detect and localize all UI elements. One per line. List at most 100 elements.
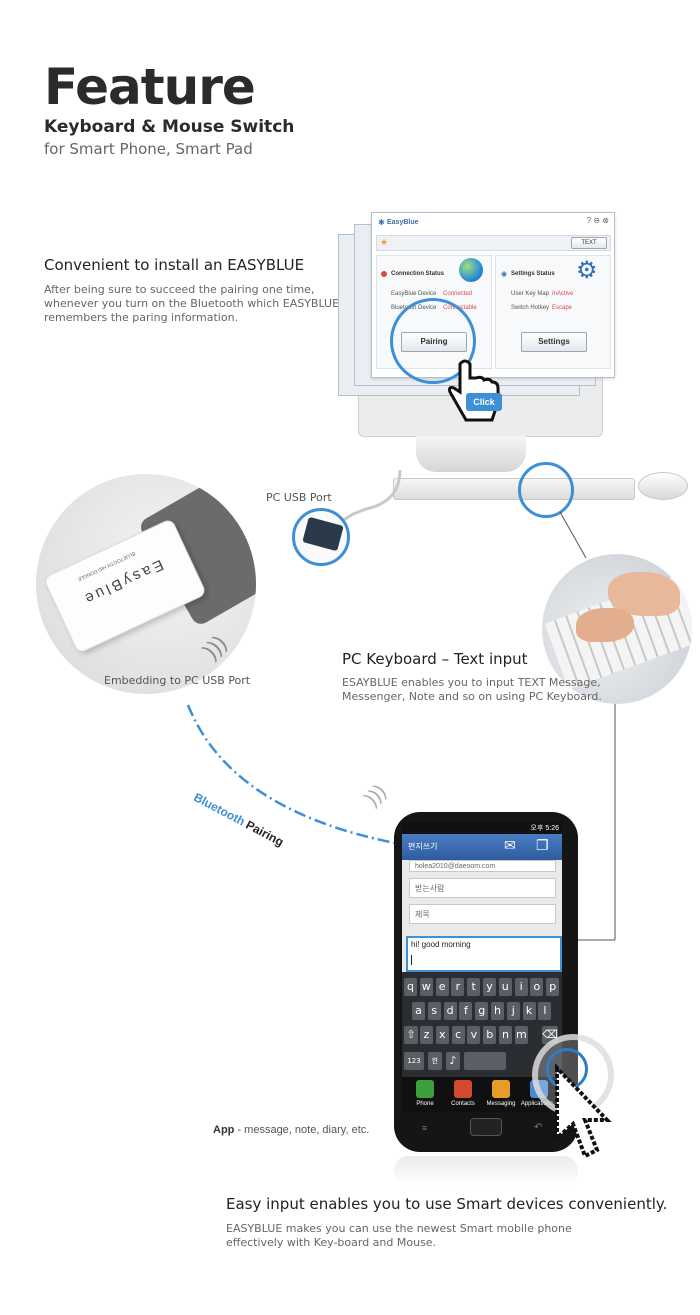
page-title: Feature	[44, 58, 256, 116]
install-body-line: After being sure to succeed the pairing …	[44, 283, 315, 296]
pc-keyboard	[393, 478, 635, 500]
status-bar: 오후 5:26	[402, 822, 562, 834]
key-t[interactable]: t	[467, 978, 481, 996]
text-cursor	[411, 955, 412, 965]
key-f[interactable]: f	[459, 1002, 473, 1020]
key-b[interactable]: b	[483, 1026, 497, 1044]
mouse-pointer-icon	[555, 1064, 612, 1159]
key-l[interactable]: l	[538, 1002, 552, 1020]
menu-key-icon[interactable]: ≡	[422, 1123, 428, 1133]
easyblue-device-value: Connected	[443, 291, 473, 297]
user-key-map-value: InActive	[552, 291, 574, 297]
key-z[interactable]: z	[420, 1026, 433, 1044]
key-m[interactable]: m	[514, 1026, 528, 1044]
compose-header: 편지쓰기 ✉ ❐	[402, 834, 562, 860]
window-toolbar: ★ TEXT	[376, 235, 611, 251]
key-r[interactable]: r	[451, 978, 465, 996]
key-i[interactable]: i	[514, 978, 528, 996]
key-x[interactable]: x	[435, 1026, 449, 1044]
dongle-circle: EasyBlue BLUETOOTH HID DONGLE	[36, 474, 256, 694]
usb-port-circle	[292, 508, 350, 566]
key-han[interactable]: 한	[428, 1052, 442, 1070]
key-w[interactable]: w	[419, 978, 433, 996]
contacts-app-icon[interactable]	[454, 1080, 472, 1098]
keyboard-highlight-circle	[518, 462, 574, 518]
messaging-app-icon[interactable]	[492, 1080, 510, 1098]
subject-field[interactable]: 제목	[409, 904, 556, 924]
window-controls[interactable]: ? ⊖ ⊗	[587, 216, 609, 225]
close-icon[interactable]: ⊗	[602, 216, 609, 225]
save-icon[interactable]: ❐	[536, 837, 549, 853]
star-icon[interactable]: ★	[380, 237, 389, 247]
install-body-line: whenever you turn on the Bluetooth which…	[44, 297, 340, 310]
info-icon: ◉	[501, 271, 508, 278]
key-y[interactable]: y	[483, 978, 496, 996]
phone-app-icon[interactable]	[416, 1080, 434, 1098]
phone-reflection	[394, 1156, 578, 1186]
key-d[interactable]: d	[443, 1002, 457, 1020]
key-c[interactable]: c	[451, 1026, 465, 1044]
app-caption-rest: - message, note, diary, etc.	[234, 1124, 370, 1136]
key-s[interactable]: s	[427, 1002, 441, 1020]
help-icon[interactable]: ?	[586, 216, 592, 225]
switch-hotkey-value: Escape	[552, 305, 573, 311]
easy-heading: Easy input enables you to use Smart devi…	[226, 1195, 668, 1213]
key-u[interactable]: u	[498, 978, 512, 996]
phone-screen: 오후 5:26 편지쓰기 ✉ ❐ holea2010@daeoom.com 받는…	[402, 822, 562, 1112]
settings-panel: ◉ Settings Status ⚙ User Key Map InActiv…	[495, 255, 611, 369]
alert-icon	[381, 271, 387, 277]
key-p[interactable]: p	[546, 978, 560, 996]
key-a[interactable]: a	[412, 1002, 425, 1020]
key-v[interactable]: v	[467, 1026, 481, 1044]
typing-hands-circle	[542, 554, 692, 704]
key-n[interactable]: n	[499, 1026, 512, 1044]
dock-label-contacts: Contacts	[451, 1101, 475, 1107]
globe-icon	[459, 258, 483, 282]
keyboard-body-line: Messenger, Note and so on using PC Keybo…	[342, 690, 602, 703]
window-title: EasyBlue	[387, 219, 419, 226]
keyboard-heading: PC Keyboard – Text input	[342, 650, 528, 668]
shift-key-icon[interactable]: ⇧	[404, 1026, 418, 1044]
send-icon[interactable]: ✉	[504, 837, 516, 853]
page-tagline: for Smart Phone, Smart Pad	[44, 140, 253, 158]
minimize-icon[interactable]: ⊖	[593, 216, 601, 225]
dongle-brand: EasyBlue	[79, 555, 167, 609]
install-body-line: remembers the paring information.	[44, 311, 239, 324]
dock-label-applications: Applications	[520, 1101, 554, 1107]
message-body-text: hi! good morning	[411, 940, 471, 949]
key-123[interactable]: 123	[404, 1052, 424, 1070]
key-e[interactable]: e	[435, 978, 449, 996]
text-mode-button[interactable]: TEXT	[571, 237, 607, 249]
to-field[interactable]: 받는사람	[409, 878, 556, 898]
smartphone: 오후 5:26 편지쓰기 ✉ ❐ holea2010@daeoom.com 받는…	[394, 812, 578, 1152]
compose-title: 편지쓰기	[408, 842, 438, 851]
keyboard-body: ESAYBLUE enables you to input TEXT Messa…	[342, 676, 602, 704]
key-q[interactable]: q	[404, 978, 417, 996]
from-email-field[interactable]: holea2010@daeoom.com	[409, 860, 556, 872]
key-k[interactable]: k	[522, 1002, 536, 1020]
monitor-stand	[416, 436, 526, 472]
message-body-field[interactable]: hi! good morning	[406, 936, 562, 972]
key-h[interactable]: h	[491, 1002, 504, 1020]
key-g[interactable]: g	[475, 1002, 489, 1020]
usb-port-image	[302, 516, 344, 552]
switch-hotkey-label: Switch Hotkey	[511, 305, 550, 311]
settings-button[interactable]: Settings	[521, 332, 587, 352]
home-button[interactable]	[470, 1118, 502, 1136]
connection-heading: Connection Status	[391, 271, 445, 277]
key-j[interactable]: j	[506, 1002, 520, 1020]
settings-heading: Settings Status	[511, 271, 555, 277]
hand-left	[576, 608, 634, 642]
space-key[interactable]	[464, 1052, 506, 1070]
pc-mouse	[638, 472, 688, 500]
back-key-icon[interactable]: ↶	[534, 1122, 543, 1133]
dock-label-messaging: Messaging	[486, 1101, 516, 1107]
pc-usb-port-label: PC USB Port	[266, 491, 332, 504]
key-o[interactable]: o	[530, 978, 544, 996]
page-subtitle: Keyboard & Mouse Switch	[44, 117, 295, 137]
click-badge: Click	[466, 393, 502, 411]
mic-icon[interactable]: ♪	[446, 1052, 460, 1070]
bluetooth-icon: ✱	[378, 218, 385, 227]
pairing-highlight-circle	[390, 298, 476, 384]
